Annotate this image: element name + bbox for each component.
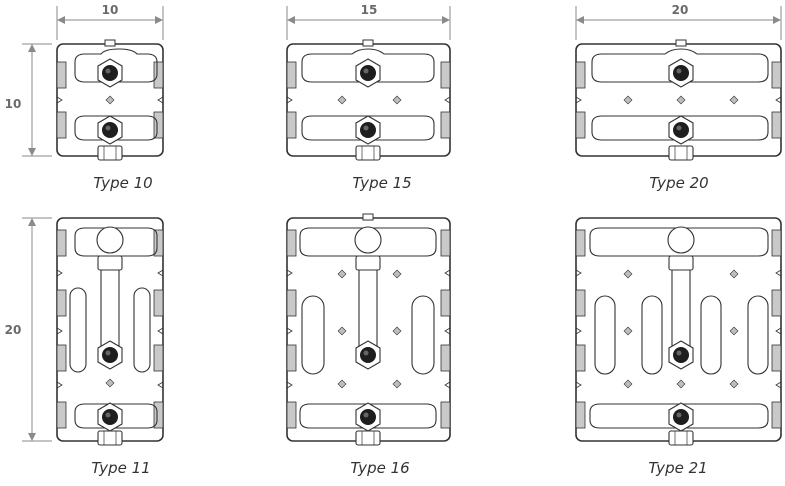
width-dimension-15: 15 xyxy=(286,3,451,40)
side-tabs xyxy=(575,61,782,139)
oval-slots xyxy=(594,295,769,375)
radiator-type-16 xyxy=(286,213,451,446)
radiator-type-20 xyxy=(575,39,782,161)
side-tabs xyxy=(286,61,451,139)
diamond-marks xyxy=(623,95,739,105)
edge-ticks xyxy=(56,269,164,389)
oval-slots xyxy=(69,287,151,373)
side-tabs xyxy=(286,229,451,429)
upper-channel xyxy=(74,48,158,83)
width-label-20: 20 xyxy=(672,3,689,17)
vent-plug xyxy=(362,39,374,47)
riser-pipe xyxy=(358,267,378,349)
top-cap xyxy=(354,226,382,271)
connector-nut xyxy=(97,58,123,88)
connector-nut xyxy=(97,340,123,370)
side-tabs xyxy=(575,229,782,429)
connector-nut xyxy=(97,402,123,432)
lower-channel xyxy=(299,403,437,429)
connector-nut xyxy=(355,58,381,88)
bottom-valve xyxy=(355,430,381,446)
diamond-marks xyxy=(337,95,402,105)
lower-channel xyxy=(591,115,769,141)
lower-channel xyxy=(301,115,435,141)
top-cap xyxy=(667,226,695,271)
top-cap xyxy=(96,226,124,271)
bottom-valve xyxy=(97,430,123,446)
connector-nut xyxy=(355,115,381,145)
upper-channel xyxy=(301,48,435,83)
edge-ticks xyxy=(575,96,782,104)
diamond-marks xyxy=(623,269,739,389)
connector-nut xyxy=(355,340,381,370)
oval-slots xyxy=(301,295,435,375)
edge-ticks xyxy=(286,96,451,104)
bottom-valve xyxy=(97,145,123,161)
edge-ticks xyxy=(286,269,451,389)
caption-type-20: Type 20 xyxy=(649,174,708,192)
height-dimension-10: 10 xyxy=(5,43,52,157)
side-tabs xyxy=(56,229,164,429)
radiator-type-10 xyxy=(56,39,164,161)
height-label-20: 20 xyxy=(5,323,22,337)
upper-channel xyxy=(589,227,769,257)
upper-channel xyxy=(74,227,158,257)
lower-channel xyxy=(74,115,158,141)
vent-plug xyxy=(675,39,687,47)
caption-type-16: Type 16 xyxy=(350,459,409,477)
edge-ticks xyxy=(56,96,164,104)
edge-ticks xyxy=(575,269,782,389)
diamond-marks xyxy=(105,95,115,105)
caption-type-11: Type 11 xyxy=(91,459,150,477)
connector-nut xyxy=(355,402,381,432)
bottom-valve xyxy=(355,145,381,161)
width-dimension-20: 20 xyxy=(575,3,782,40)
radiator-type-21 xyxy=(575,217,782,446)
bottom-valve xyxy=(668,430,694,446)
radiator-type-15 xyxy=(286,39,451,161)
connector-nut xyxy=(668,402,694,432)
width-label-10: 10 xyxy=(102,3,119,17)
upper-channel xyxy=(591,48,769,83)
lower-channel xyxy=(589,403,769,429)
connector-nut xyxy=(668,115,694,145)
upper-channel xyxy=(299,227,437,257)
connector-nut xyxy=(97,115,123,145)
connector-nut xyxy=(668,340,694,370)
vent-plug xyxy=(362,213,374,221)
caption-type-10: Type 10 xyxy=(93,174,152,192)
connector-nut xyxy=(668,58,694,88)
width-dimension-10: 10 xyxy=(56,3,164,40)
riser-pipe xyxy=(671,267,691,349)
bottom-valve xyxy=(668,145,694,161)
radiator-type-11 xyxy=(56,217,164,446)
height-dimension-20: 20 xyxy=(5,217,52,442)
riser-pipe xyxy=(100,267,120,349)
height-label-10: 10 xyxy=(5,97,22,111)
vent-plug xyxy=(104,39,116,47)
diamond-marks xyxy=(337,269,402,389)
caption-type-21: Type 21 xyxy=(648,459,707,477)
side-tabs xyxy=(56,61,164,139)
caption-type-15: Type 15 xyxy=(352,174,411,192)
diamond-marks xyxy=(105,378,115,388)
width-label-15: 15 xyxy=(361,3,378,17)
lower-channel xyxy=(74,403,158,429)
